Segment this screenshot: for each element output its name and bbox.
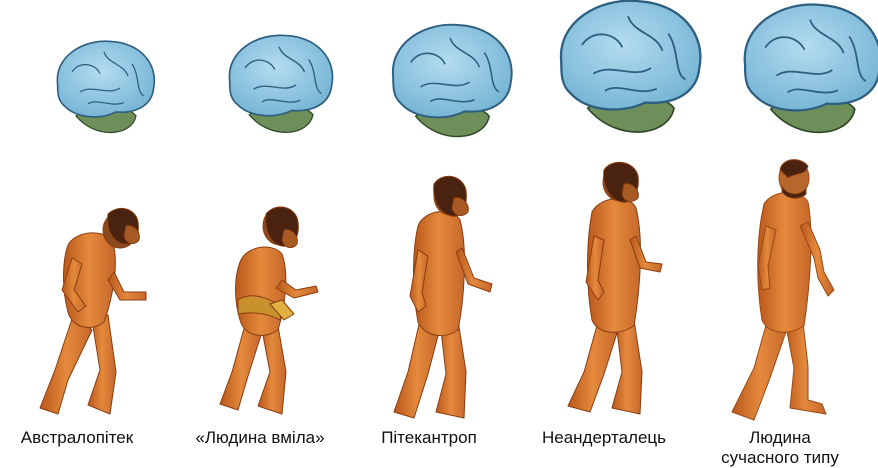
caption-pithecanthropus: Пітекантроп (339, 428, 519, 448)
brain-4-icon (561, 1, 700, 132)
caption-neanderthal: Неандерталець (514, 428, 694, 448)
caption-modern-human-line2: сучасного типу (690, 448, 870, 468)
modern-human-figure-icon (732, 160, 834, 420)
brain-3-icon (393, 25, 512, 137)
homo-habilis-figure-icon (220, 207, 318, 414)
brain-5-icon (745, 5, 878, 133)
brain-2-icon (229, 35, 332, 132)
neanderthal-figure-icon (568, 162, 662, 414)
caption-modern-human-line1: Людина (690, 428, 870, 448)
brain-1-icon (57, 41, 154, 132)
caption-modern-human: Людина сучасного типу (690, 428, 870, 468)
caption-australopithecus: Австралопітек (0, 428, 167, 448)
caption-homo-habilis: «Людина вміла» (170, 428, 350, 448)
pithecanthropus-figure-icon (394, 176, 492, 418)
australopithecus-figure-icon (40, 208, 146, 414)
